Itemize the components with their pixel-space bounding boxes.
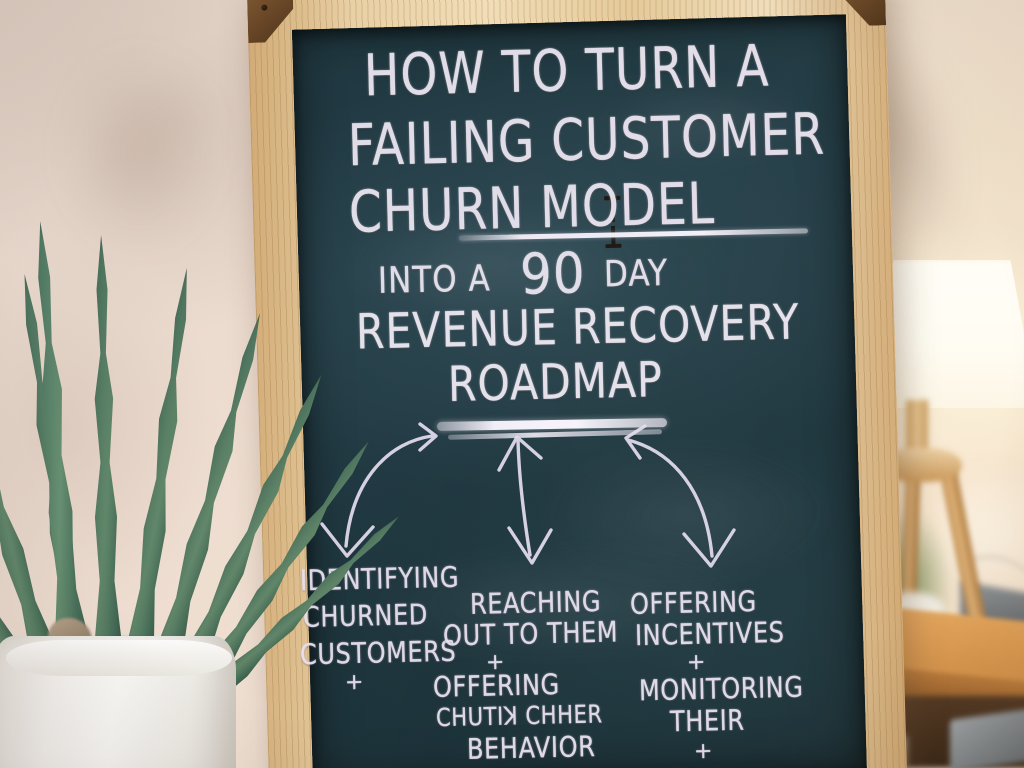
headline-line-2: FAILING CUSTOMER [347, 101, 826, 180]
wall-shadow-secondary [20, 0, 260, 300]
branch-left-line-2: CHURNED [302, 598, 429, 634]
branch-middle-line-6: BEHAVIOR [466, 730, 596, 766]
branch-right-line-4: MONITORING [638, 670, 804, 708]
branch-right-plus-1: + [686, 649, 707, 676]
branch-right-line-2: INCENTIVES [634, 615, 785, 653]
branch-middle-line-2: OUT TO THEM [442, 615, 619, 653]
branch-middle-line-4: OFFERING [432, 668, 561, 704]
branch-right-line-5: THEIR [669, 703, 745, 739]
branch-right-plus-2: + [693, 738, 714, 765]
lamp-neck [906, 400, 928, 462]
frame-corner-bracket-top-left [247, 0, 294, 43]
branch-right-line-1: OFFERING [629, 585, 758, 621]
branch-middle-line-5: CHUTIꓘ CHHER [435, 699, 604, 733]
subhead-into-a: INTO A [377, 257, 492, 303]
subhead-line-3: ROADMAP [447, 351, 664, 413]
branch-left-plus: + [344, 669, 365, 696]
subhead-day: DAY [603, 252, 669, 296]
branch-left-line-3: CUSTOMERS [299, 634, 457, 672]
ceramic-pot-rim [6, 640, 232, 676]
screw-icon [261, 5, 267, 11]
headline-line-1: HOW TO TURN A [363, 33, 771, 110]
subhead-line-2: REVENUE RECOVERY [355, 293, 800, 361]
subhead-number-90: 90 [519, 240, 587, 308]
agave-plant [0, 170, 280, 690]
